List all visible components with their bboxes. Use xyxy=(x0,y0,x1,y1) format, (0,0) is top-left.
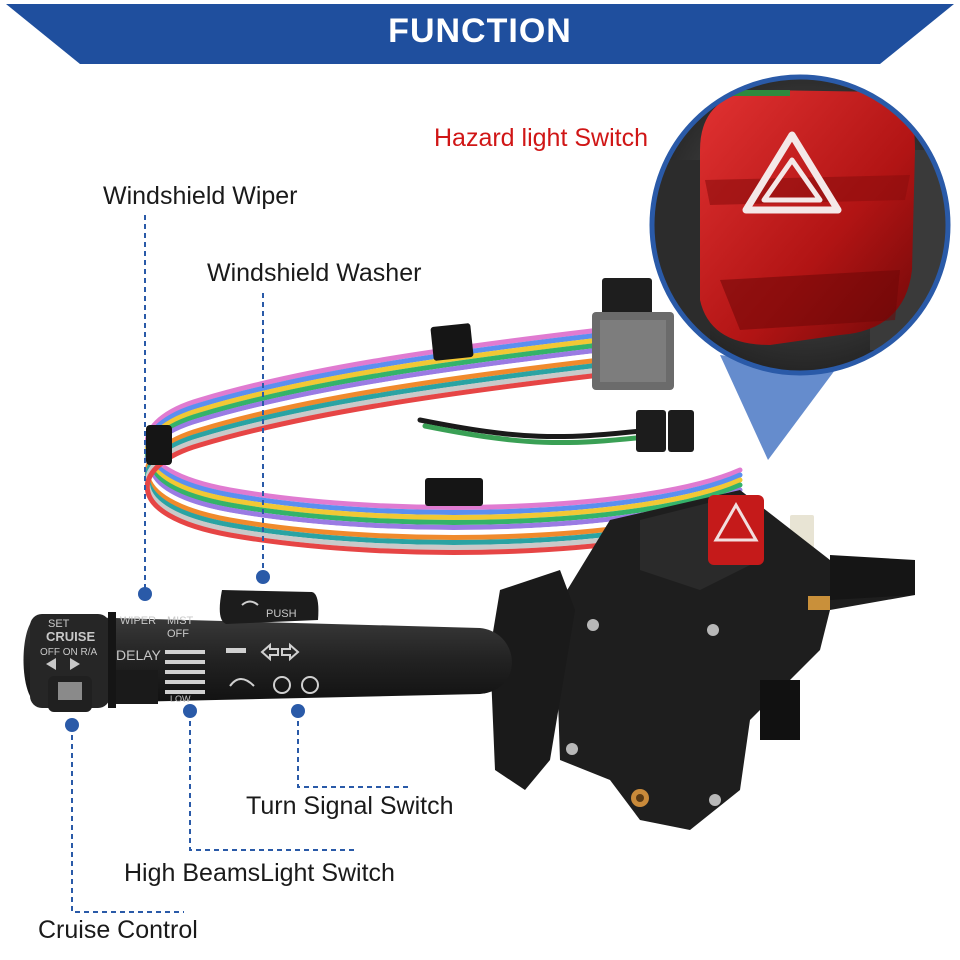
label-cruise-control: Cruise Control xyxy=(38,916,198,944)
stalk-wiper-text: WIPER xyxy=(120,615,156,627)
stalk-off-on-text: OFF ON R/A xyxy=(40,647,98,658)
callout-lines xyxy=(71,215,412,913)
stalk-mist-text: MIST xyxy=(167,615,194,627)
label-hazard-light-switch: Hazard light Switch xyxy=(434,124,648,152)
stalk-cruise-text: CRUISE xyxy=(46,629,95,644)
callout-dots xyxy=(65,570,305,732)
stalk-off-text: OFF xyxy=(167,628,189,640)
stalk-delay-text: DELAY xyxy=(116,647,162,663)
label-windshield-wiper: Windshield Wiper xyxy=(103,182,298,210)
hazard-zoom-circle xyxy=(649,74,951,376)
stalk-push-text: PUSH xyxy=(266,608,297,620)
stalk-lever: SET CRUISE OFF ON R/A WIPER MIST OFF DEL… xyxy=(23,590,512,712)
label-windshield-washer: Windshield Washer xyxy=(207,259,422,287)
tape-bands xyxy=(146,323,483,506)
label-high-beams-light-switch: High BeamsLight Switch xyxy=(124,859,395,887)
stalk-set-text: SET xyxy=(48,618,70,630)
label-turn-signal-switch: Turn Signal Switch xyxy=(246,792,454,820)
switch-body xyxy=(490,490,915,830)
zoom-cone xyxy=(720,355,835,460)
banner-title: FUNCTION xyxy=(388,12,572,50)
connectors xyxy=(592,278,814,563)
stalk-low-text: LOW xyxy=(170,694,191,704)
header-banner xyxy=(6,4,954,64)
